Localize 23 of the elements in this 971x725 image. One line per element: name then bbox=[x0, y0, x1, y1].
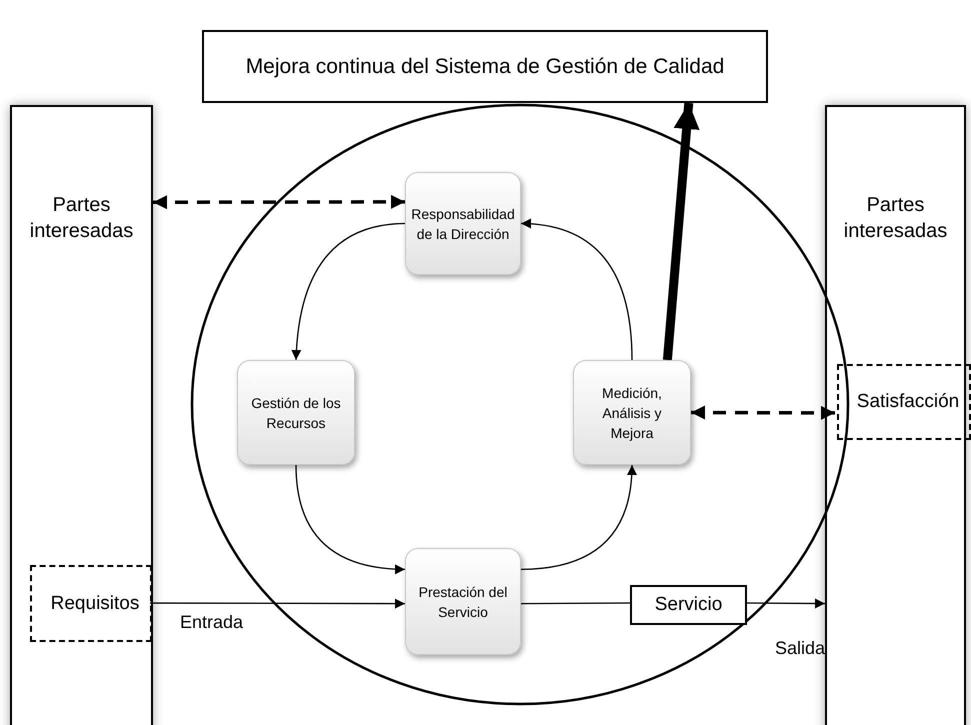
process-box: Medición, Análisis y Mejora bbox=[573, 360, 691, 465]
dashed-arrow bbox=[153, 194, 405, 210]
process-box: Gestión de los Recursos bbox=[237, 360, 355, 465]
arrow bbox=[295, 464, 406, 574]
arrow bbox=[747, 598, 825, 608]
title-box: Mejora continua del Sistema de Gestión de Calidad bbox=[202, 30, 768, 103]
arrow bbox=[292, 222, 406, 360]
dashed-box: Requisitos bbox=[30, 565, 152, 642]
arrow bbox=[662, 102, 700, 360]
arrow bbox=[150, 598, 405, 609]
connector-line bbox=[521, 602, 630, 604]
process-box: Prestación del Servicio bbox=[405, 548, 521, 655]
panel-heading: Partes interesadas bbox=[842, 193, 948, 244]
dashed-box: Satisfacción bbox=[837, 364, 971, 440]
side-panel bbox=[10, 105, 153, 725]
panel-heading: Partes interesadas bbox=[28, 193, 134, 244]
output-box: Servicio bbox=[630, 585, 747, 625]
dashed-arrow bbox=[691, 406, 835, 420]
arrow bbox=[520, 219, 633, 360]
arrow bbox=[520, 464, 637, 570]
edge-label: Salida bbox=[775, 638, 826, 659]
process-box: Responsabilidad de la Dirección bbox=[405, 172, 521, 275]
edge-label: Entrada bbox=[180, 612, 244, 633]
